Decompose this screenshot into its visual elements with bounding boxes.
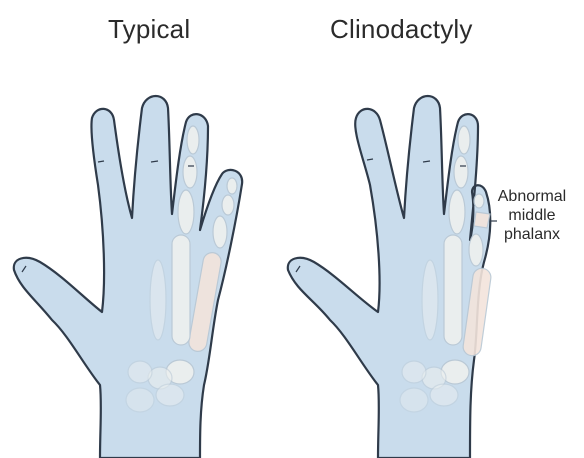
callout-line-2: middle <box>487 206 577 225</box>
callout-line-1: Abnormal <box>487 187 577 206</box>
typical-hand <box>14 96 242 458</box>
abnormal-middle-phalanx-label: Abnormal middle phalanx <box>487 187 577 244</box>
callout-line-3: phalanx <box>487 225 577 244</box>
clinodactyly-hand <box>288 96 497 458</box>
